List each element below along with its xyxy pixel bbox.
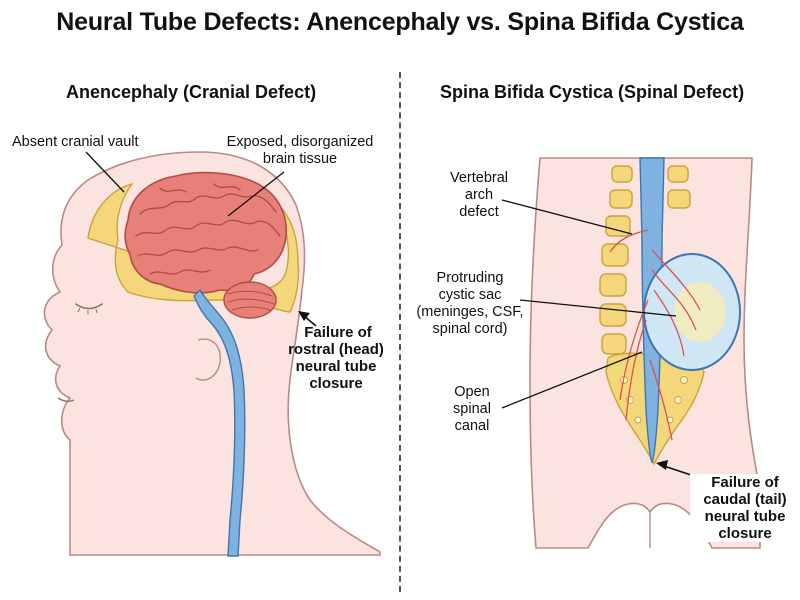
cystic-sac-label-line2: cystic sac: [438, 287, 502, 303]
spina-bifida-heading: Spina Bifida Cystica (Spinal Defect): [440, 82, 745, 102]
rostral-failure-arrow: [298, 311, 317, 327]
cerebellum: [223, 281, 277, 319]
nerve-roots: [609, 229, 701, 441]
right-leader-lines: [501, 199, 677, 409]
vertebral-arch-label-line3: defect: [459, 204, 499, 220]
panel-divider: [399, 72, 401, 592]
left-leader-lines: [85, 151, 285, 217]
rostral-failure-label-line2: rostral (head): [288, 341, 384, 358]
vertebrae: [599, 165, 691, 355]
rostral-failure-label-line4: closure: [309, 375, 363, 392]
caudal-failure-label-line1: Failure of: [690, 474, 800, 491]
caudal-failure-label-line3: neural tube: [690, 508, 800, 525]
mouth: [57, 397, 75, 403]
open-canal-label-line1: Open: [454, 384, 490, 400]
exposed-brain-label-line1: Exposed, disorganized: [226, 134, 374, 150]
cystic-sac-label-line4: spinal cord): [432, 321, 508, 337]
cystic-sac-glow: [674, 282, 726, 342]
eye-closed: [75, 303, 103, 310]
sacral-foramina: [620, 376, 688, 424]
open-canal-label-line3: canal: [454, 418, 490, 434]
page-title: Neural Tube Defects: Anencephaly vs. Spi…: [56, 8, 744, 36]
cerebellum-folia: [227, 290, 275, 311]
exposed-brain-label-line2: brain tissue: [262, 151, 338, 167]
caudal-failure-label-line4: closure: [690, 525, 800, 542]
caudal-failure-label-line2: caudal (tail): [690, 491, 800, 508]
absent-cranial-vault-label: Absent cranial vault: [12, 134, 139, 150]
infant-spinal-cord: [193, 288, 246, 557]
torso-illustration: [529, 157, 761, 549]
cystic-sac-label-line3: (meninges, CSF,: [416, 304, 524, 320]
open-canal-label-line2: spinal: [453, 401, 491, 417]
rostral-failure-label-line3: neural tube: [295, 358, 377, 375]
vertebral-arch-label-line1: Vertebral: [449, 170, 509, 186]
eyelash: [77, 307, 98, 314]
anencephaly-heading: Anencephaly (Cranial Defect): [66, 82, 317, 102]
vertebral-arch-label-line2: arch: [464, 187, 494, 203]
rostral-failure-label-line1: Failure of: [304, 324, 372, 341]
cystic-sac-label-line1: Protruding: [436, 270, 504, 286]
ear: [195, 338, 221, 381]
